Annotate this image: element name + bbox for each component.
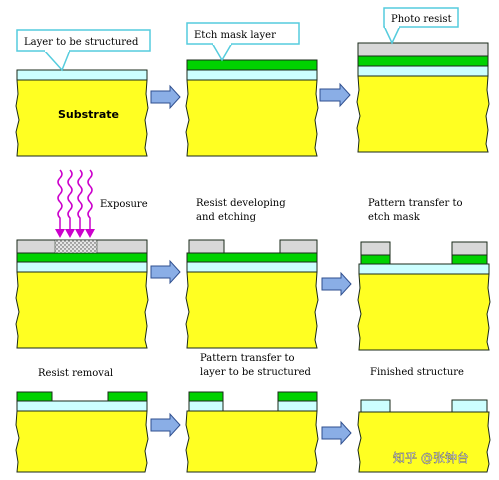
etch-mask-layer	[357, 55, 489, 67]
panel-transfer-layer: Pattern transfer to layer to be structur…	[185, 353, 319, 473]
structured-layer	[16, 400, 148, 412]
structured-layer	[16, 261, 148, 273]
substrate	[185, 410, 319, 473]
uv-light-icon	[55, 169, 95, 238]
finished-label: Finished structure	[370, 367, 464, 378]
transfer-mask-label-line1: Pattern transfer to	[368, 198, 463, 209]
panel-resist-removal: Resist removal	[15, 368, 149, 473]
resist-block-right	[279, 239, 318, 254]
panel-resist-developing: Resist developing and etching	[185, 198, 319, 349]
structured-block-right	[451, 399, 488, 413]
callout-etch-mask-label: Etch mask layer	[194, 30, 276, 41]
structured-layer	[16, 69, 148, 81]
substrate	[357, 411, 491, 473]
developing-label-line2: and etching	[196, 212, 257, 223]
right-arrow-icon	[321, 420, 352, 446]
panel-finished-structure: Finished structure	[357, 367, 491, 473]
panel-etch-mask: Etch mask layer	[185, 22, 319, 157]
substrate	[356, 75, 490, 153]
callout-photo-resist-label: Photo resist	[391, 14, 452, 25]
callout-photo-resist: Photo resist	[383, 7, 459, 45]
structured-layer	[186, 69, 318, 81]
resist-removal-label: Resist removal	[38, 368, 113, 379]
structured-layer	[357, 65, 489, 77]
mask-block-right	[107, 391, 148, 402]
substrate	[185, 271, 319, 349]
structured-block-left	[188, 400, 224, 412]
transfer-mask-label-line2: etch mask	[368, 212, 421, 223]
developing-label-line1: Resist developing	[196, 198, 286, 209]
callout-etch-mask: Etch mask layer	[186, 22, 300, 62]
mask-block-left	[188, 391, 224, 402]
structured-block-left	[360, 399, 391, 413]
callout-layer-label: Layer to be structured	[24, 37, 139, 48]
substrate	[15, 271, 149, 349]
substrate	[357, 273, 491, 351]
structured-layer	[186, 261, 318, 273]
right-arrow-icon	[150, 412, 181, 438]
transfer-layer-label-line1: Pattern transfer to	[200, 353, 295, 364]
exposure-label: Exposure	[100, 199, 148, 210]
mask-block-left	[16, 391, 53, 402]
right-arrow-icon	[321, 271, 352, 297]
substrate-label: Substrate	[58, 108, 119, 121]
resist-block-left	[188, 239, 225, 254]
watermark-text: 知乎 @张钟台	[393, 450, 469, 465]
photo-resist-layer	[357, 42, 489, 57]
right-arrow-icon	[150, 259, 181, 285]
resist-block-right	[451, 241, 488, 256]
etch-mask-layer	[186, 252, 318, 263]
substrate	[185, 79, 319, 157]
mask-block-right	[451, 254, 488, 265]
panel-exposure: Exposure	[15, 169, 149, 349]
resist-block-left	[360, 241, 391, 256]
panel-initial-stack: Substrate Layer to be structured	[15, 29, 151, 157]
transfer-layer-label-line2: layer to be structured	[200, 367, 312, 378]
structured-layer	[358, 263, 490, 275]
etch-mask-layer	[186, 59, 318, 71]
panel-transfer-etch-mask: Pattern transfer to etch mask	[357, 198, 491, 351]
panel-photo-resist: Photo resist	[356, 7, 490, 153]
mask-block-left	[360, 254, 391, 265]
callout-layer-to-be-structured: Layer to be structured	[16, 29, 151, 72]
etch-mask-layer	[16, 252, 148, 263]
exposed-resist-region	[54, 239, 98, 254]
structured-block-right	[277, 400, 318, 412]
substrate	[15, 410, 149, 473]
mask-block-right	[277, 391, 318, 402]
right-arrow-icon	[150, 84, 181, 110]
right-arrow-icon	[319, 82, 351, 108]
substrate	[15, 79, 149, 157]
